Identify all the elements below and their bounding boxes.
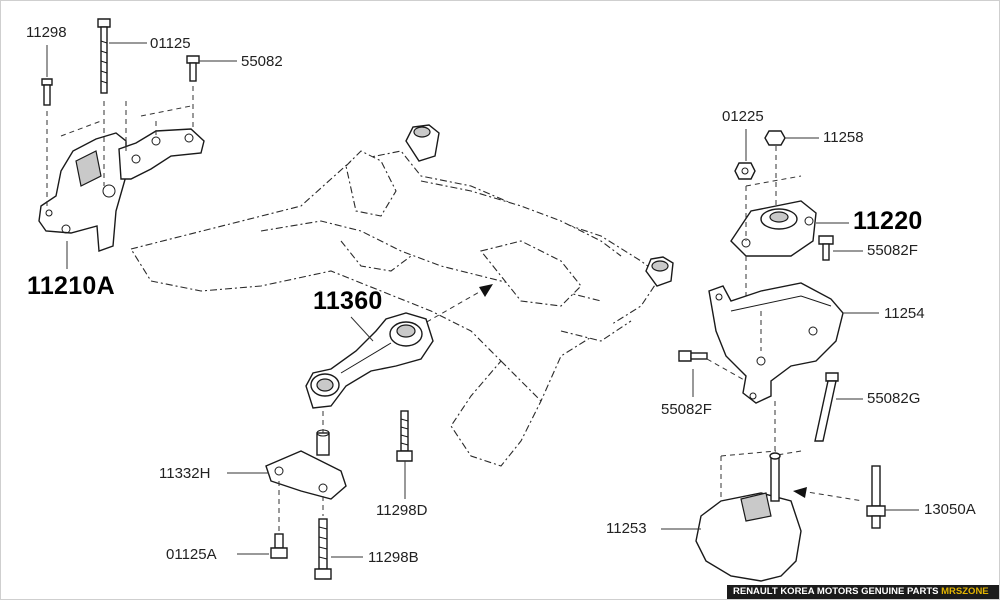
bolt-11298B	[314, 518, 363, 580]
bracket-11254	[708, 282, 879, 404]
label-55082G: 55082G	[867, 390, 921, 407]
bolt-55082F-top	[818, 235, 863, 261]
label-11332H: 11332H	[159, 465, 211, 482]
footer-text: RENAULT KOREA MOTORS GENUINE PARTS	[733, 586, 939, 597]
bolt-01125	[97, 18, 147, 94]
label-11258: 11258	[823, 129, 864, 146]
engine-mount-11210A	[38, 86, 205, 252]
label-55082F-top: 55082F	[867, 242, 918, 259]
label-11298D: 11298D	[376, 502, 428, 519]
label-55082F-mid: 55082F	[661, 401, 712, 418]
nut-01225	[734, 129, 756, 180]
bolt-11298D	[396, 410, 413, 499]
bolt-55082G	[770, 372, 863, 457]
label-11298B: 11298B	[368, 549, 419, 566]
bolt-55082F-mid	[678, 350, 747, 397]
label-01225: 01225	[722, 108, 764, 125]
mount-11253	[661, 401, 864, 582]
torque-rod-11360	[305, 312, 434, 409]
label-13050A: 13050A	[924, 501, 976, 518]
bolt-11298	[41, 45, 53, 106]
label-11360: 11360	[313, 287, 383, 315]
footer-brand: MRSZONE	[941, 586, 989, 597]
stud-13050A	[866, 465, 919, 529]
mount-11220	[730, 146, 849, 301]
nut-11258	[764, 130, 819, 146]
footer-banner: RENAULT KOREA MOTORS GENUINE PARTS MRSZO…	[727, 585, 999, 599]
label-11298: 11298	[26, 24, 67, 41]
bolt-55082	[186, 55, 237, 82]
label-11210A: 11210A	[27, 272, 115, 300]
label-11220: 11220	[853, 207, 923, 235]
label-01125: 01125	[150, 35, 191, 52]
bolt-01125A	[237, 533, 288, 559]
label-11254: 11254	[884, 305, 925, 322]
bracket-11332H	[227, 411, 347, 531]
label-11253: 11253	[606, 520, 647, 537]
label-55082: 55082	[241, 53, 283, 70]
label-01125A: 01125A	[166, 546, 217, 563]
